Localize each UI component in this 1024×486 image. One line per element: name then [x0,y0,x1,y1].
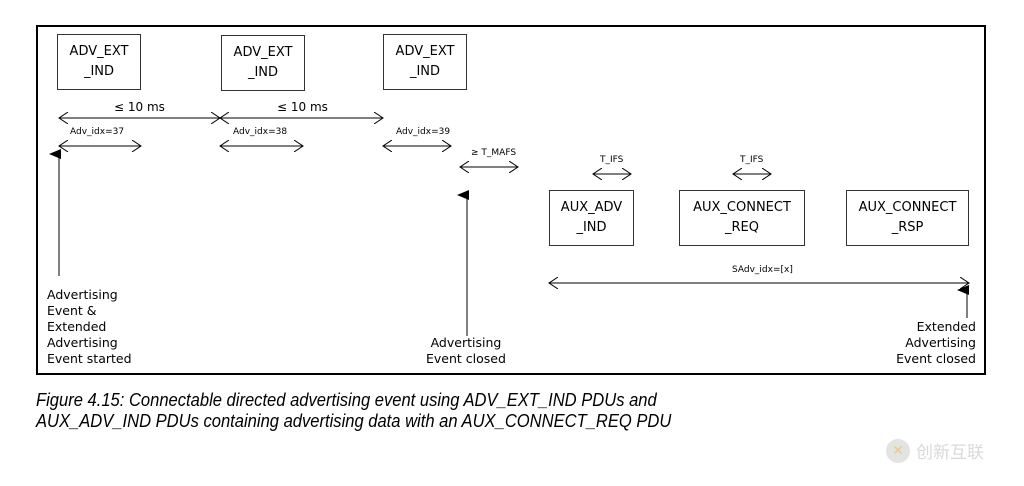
interval-label-2: ≤ 10 ms [277,100,328,114]
logo-x-icon: ✕ [886,438,910,463]
pdu-adv-ext-ind-2: ADV_EXT _IND [221,35,305,91]
t-ifs-label-2: T_IFS [740,155,764,165]
watermark: ✕ 创新互联 [886,438,984,463]
diagram-frame [36,25,986,375]
figure-caption: Figure 4.15: Connectable directed advert… [36,390,672,431]
t-ifs-label-1: T_IFS [600,155,624,165]
note-event-closed: Advertising Event closed [426,335,506,366]
sadv-idx-label: SAdv_idx=[x] [732,265,793,275]
pdu-adv-ext-ind-1: ADV_EXT _IND [57,34,141,90]
pdu-adv-ext-ind-3: ADV_EXT _IND [383,34,467,90]
watermark-text: 创新互联 [916,443,984,463]
t-mafs-label: ≥ T_MAFS [471,148,517,158]
adv-idx-label-2: Adv_idx=38 [233,127,288,137]
pdu-aux-adv-ind: AUX_ADV _IND [549,190,634,246]
adv-idx-label-1: Adv_idx=37 [70,127,125,137]
interval-label-1: ≤ 10 ms [114,100,165,114]
pdu-aux-connect-req: AUX_CONNECT _REQ [679,190,805,246]
note-event-started: Advertising Event & Extended Advertising… [47,287,132,366]
pdu-aux-connect-rsp: AUX_CONNECT _RSP [846,190,969,246]
adv-idx-label-3: Adv_idx=39 [396,127,451,137]
note-extended-event-closed: Extended Advertising Event closed [896,319,976,366]
